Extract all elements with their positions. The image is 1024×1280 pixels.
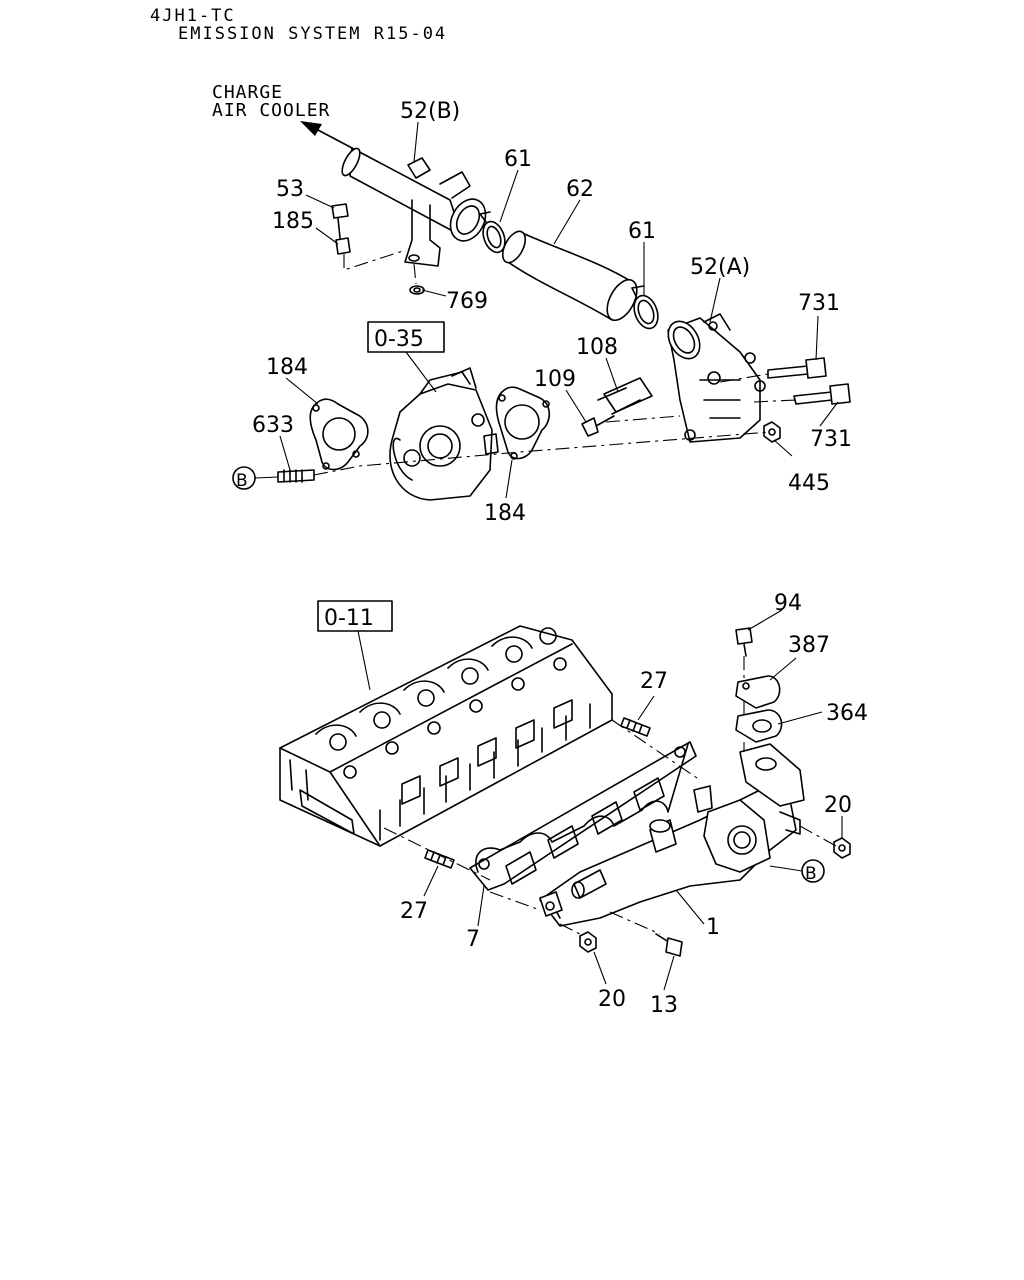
stud-633 [277, 469, 315, 483]
callout-27-lower: 27 [400, 899, 428, 924]
bolt-731-upper [767, 357, 827, 379]
ref-label-0-11: 0-11 [324, 606, 374, 631]
callout-731-lower: 731 [810, 427, 852, 452]
pipe-52a [667, 313, 766, 443]
charge-air-cooler-arrow [300, 121, 353, 149]
clamp-61-right [631, 285, 659, 330]
bracket-108 [597, 377, 653, 415]
plate-387 [735, 675, 781, 709]
pipe-52b [341, 147, 487, 267]
callout-108: 108 [576, 335, 618, 360]
callout-185: 185 [272, 209, 314, 234]
washer-769 [409, 285, 425, 295]
callout-184-left: 184 [266, 355, 308, 380]
callout-20-right: 20 [824, 793, 852, 818]
callout-61-left: 61 [504, 147, 532, 172]
callout-52a: 52(A) [690, 255, 750, 280]
callout-94: 94 [774, 591, 802, 616]
bolt-53 [331, 203, 349, 239]
callout-769: 769 [446, 289, 488, 314]
bolt-109 [581, 415, 615, 437]
valve-body-0-35 [389, 367, 499, 501]
nut-445 [763, 421, 781, 443]
stud-27-upper [620, 717, 651, 737]
nut-20-left [579, 931, 597, 953]
model-label: 4JH1-TC [150, 6, 236, 26]
callout-61-right: 61 [628, 219, 656, 244]
cylinder-head-0-11 [279, 625, 613, 847]
callout-53: 53 [276, 177, 304, 202]
bolt-731-lower [793, 383, 851, 405]
callout-364: 364 [826, 701, 868, 726]
callout-731-upper: 731 [798, 291, 840, 316]
stud-27-lower [424, 849, 455, 869]
callout-52b: 52(B) [400, 99, 460, 124]
callout-445: 445 [788, 471, 830, 496]
charge-air-cooler-label-line1: CHARGE [212, 82, 283, 103]
callout-109: 109 [534, 367, 576, 392]
ref-box-0-11 [317, 600, 393, 632]
gasket-184-right [495, 386, 551, 460]
callout-62: 62 [566, 177, 594, 202]
clamp-61-left [479, 211, 506, 254]
connection-b-label-lower: B [805, 864, 817, 884]
washer-185 [335, 237, 351, 255]
gasket-364 [735, 709, 783, 743]
connection-b-label-upper: B [236, 471, 248, 491]
callout-7: 7 [466, 927, 480, 952]
bolt-13 [655, 933, 683, 957]
manifold-1 [539, 743, 805, 927]
callout-13: 13 [650, 993, 678, 1018]
nut-20-right [833, 837, 851, 859]
callout-1: 1 [706, 915, 720, 940]
charge-air-cooler-label-line2: AIR COOLER [212, 100, 330, 121]
ref-label-0-35: 0-35 [374, 327, 424, 352]
gasket-184-left [309, 398, 369, 471]
gasket-7 [469, 741, 697, 891]
callout-387: 387 [788, 633, 830, 658]
callout-20-left: 20 [598, 987, 626, 1012]
callout-27-upper: 27 [640, 669, 668, 694]
bolt-94 [735, 627, 753, 657]
callout-633: 633 [252, 413, 294, 438]
callout-184-right: 184 [484, 501, 526, 526]
hose-62 [501, 230, 638, 322]
section-title: EMISSION SYSTEM R15-04 [178, 24, 448, 44]
